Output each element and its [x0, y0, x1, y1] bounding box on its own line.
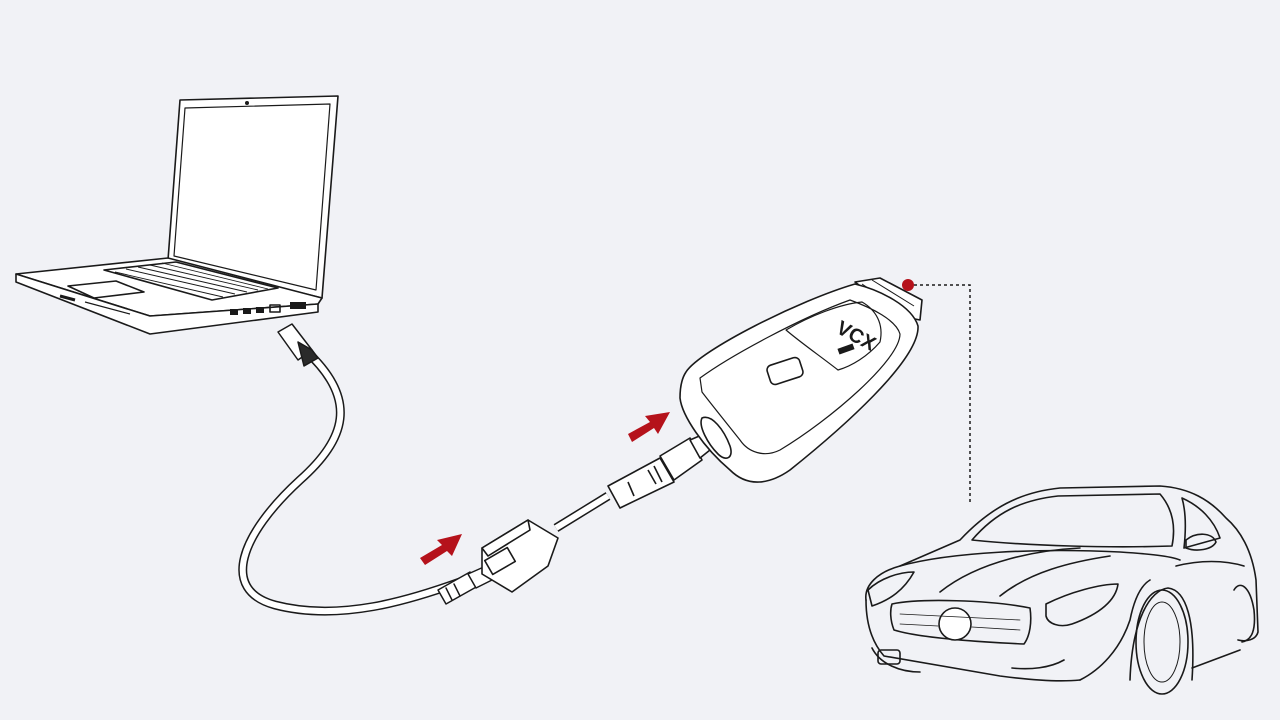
usb-adapter-icon [481, 433, 711, 593]
arrow-icon [628, 412, 670, 442]
arrow-icon [420, 534, 462, 565]
vci-device-icon: VCX [679, 277, 923, 483]
laptop-icon [15, 95, 339, 335]
ethernet-cable-icon [238, 323, 493, 616]
connection-leader [902, 279, 971, 505]
car-icon [865, 485, 1259, 695]
